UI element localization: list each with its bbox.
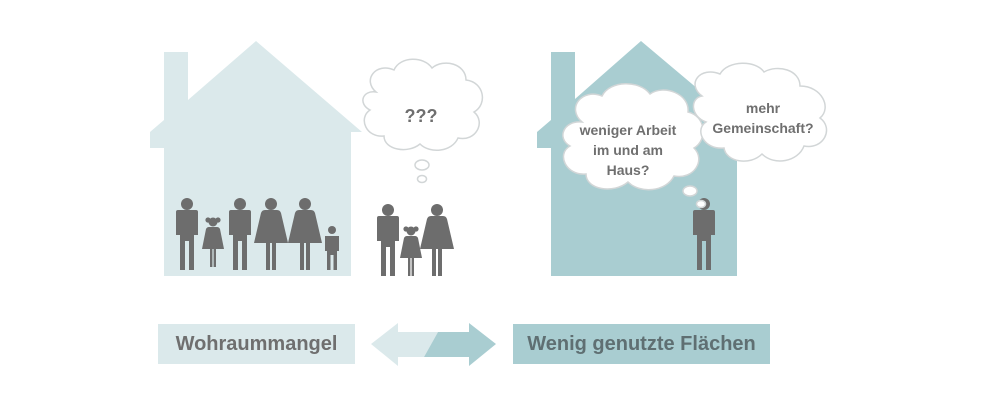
thought-bubble-1-line-1: weniger Arbeit [579,122,677,138]
double-arrow-icon [371,323,496,366]
thought-bubble-2-line-2: Gemeinschaft? [712,120,813,136]
thought-cloud-icon [692,62,828,162]
wohnraummangel-label: Wohraummangel [158,324,355,364]
wenig-genutzte-flaechen-label: Wenig genutzte Flächen [513,324,770,364]
thought-bubble-2-line-1: mehr [746,100,781,116]
person-icon [377,204,399,276]
left-thought-text: ??? [405,106,438,126]
person-icon [400,226,422,276]
thought-bubble-1-line-2: im und am [593,142,663,158]
thought-cloud-icon [562,83,707,209]
outside-family-group [377,204,454,276]
person-icon [420,204,454,276]
thought-cloud-icon [362,58,484,184]
thought-bubble-1-line-3: Haus? [607,162,650,178]
